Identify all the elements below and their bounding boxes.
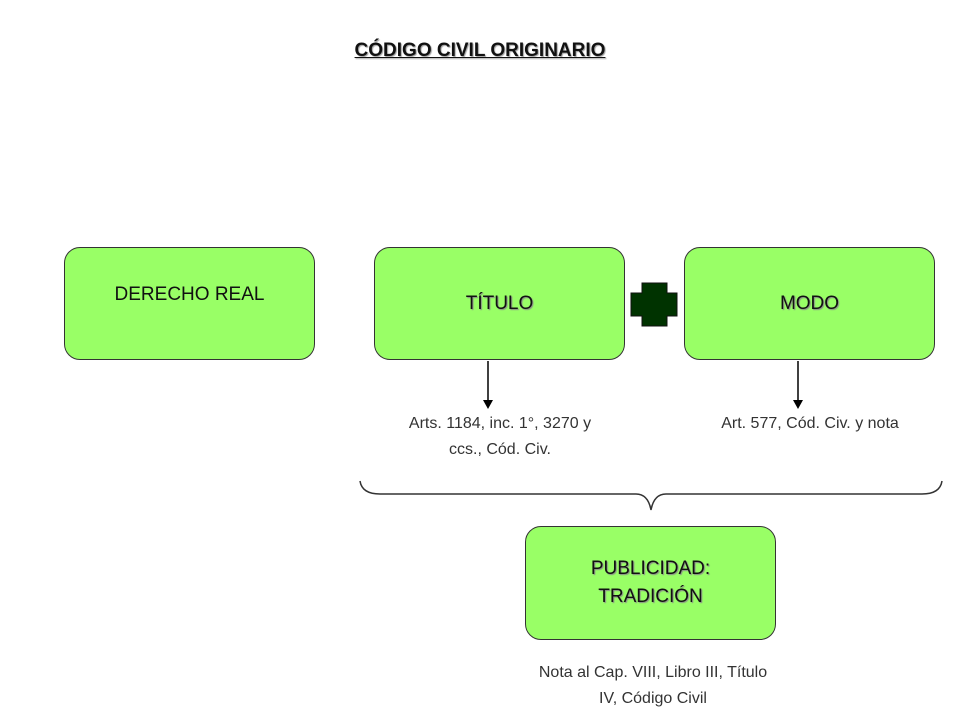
publicidad-box: PUBLICIDAD: TRADICIÓN	[525, 526, 776, 640]
titulo-label: TÍTULO	[465, 292, 534, 314]
modo-label: MODO	[779, 292, 840, 314]
plus-icon	[630, 282, 678, 327]
titulo-note-line1: Arts. 1184, inc. 1°, 3270 y	[408, 415, 592, 432]
publicidad-note-line1: Nota al Cap. VIII, Libro III, Título	[538, 664, 768, 681]
titulo-note-line2: ccs., Cód. Civ.	[449, 441, 551, 458]
titulo-note: Arts. 1184, inc. 1°, 3270 y ccs., Cód. C…	[370, 411, 630, 463]
derecho-real-box: DERECHO REAL	[64, 247, 315, 360]
titulo-box: TÍTULO	[374, 247, 625, 360]
modo-arrowhead	[793, 400, 803, 409]
modo-note-line1: Art. 577, Cód. Civ. y nota	[721, 415, 899, 432]
publicidad-label-line1: PUBLICIDAD:	[590, 558, 711, 579]
modo-note: Art. 577, Cód. Civ. y nota	[680, 411, 940, 437]
grouping-brace	[359, 480, 943, 511]
publicidad-label-line2: TRADICIÓN	[598, 586, 703, 607]
publicidad-note: Nota al Cap. VIII, Libro III, Título IV,…	[500, 660, 806, 712]
derecho-real-label: DERECHO REAL	[114, 283, 265, 305]
publicidad-note-line2: IV, Código Civil	[599, 690, 707, 707]
titulo-arrowhead	[483, 400, 493, 409]
modo-box: MODO	[684, 247, 935, 360]
diagram-title: CÓDIGO CIVIL ORIGINARIO	[354, 40, 606, 61]
